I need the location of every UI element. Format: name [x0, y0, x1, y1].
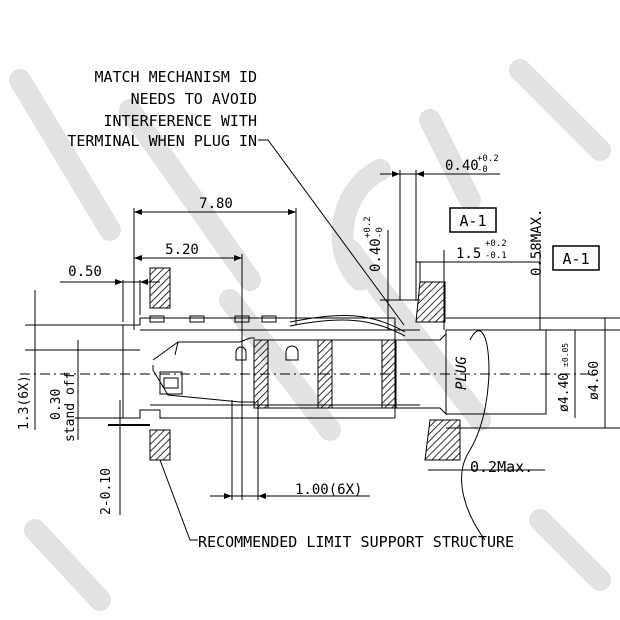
dim-040-top-tol-minus: -0 [477, 165, 488, 175]
dim-15-tol-plus: +0.2 [485, 239, 507, 249]
dim-stand-off: stand off [63, 372, 78, 442]
dim-030: 0.30 [49, 389, 64, 420]
dim-13-6x: 1.3(6X) [17, 375, 32, 430]
dim-050: 0.50 [68, 264, 102, 280]
dim-15: 1.5 [456, 246, 481, 262]
datum-ref-box-2: A-1 [552, 245, 600, 271]
dim-780: 7.80 [199, 196, 233, 212]
dim-440-tol: ±0.05 [561, 343, 570, 367]
dim-100-6x: 1.00(6X) [295, 482, 362, 498]
note-line-3: INTERFERENCE WITH [103, 112, 257, 130]
dimension-lines [25, 139, 606, 541]
datum-ref-2: A-1 [562, 250, 589, 268]
note-text: MATCH MECHANISM ID NEEDS TO AVOID INTERF… [67, 68, 257, 150]
datum-ref-box-1: A-1 [449, 207, 497, 233]
plug-block-bottom [424, 419, 461, 461]
plug [445, 317, 620, 541]
dim-040-vert-tol-plus: +0.2 [363, 216, 373, 238]
dim-040-vert: 0.40 [368, 238, 384, 272]
dim-058: 0.58MAX. [529, 209, 545, 276]
dim-2-010: 2-0.10 [99, 468, 114, 515]
support-block-bottom [149, 429, 171, 461]
note-line-4: TERMINAL WHEN PLUG IN [67, 132, 257, 150]
dim-520: 5.20 [165, 242, 199, 258]
dim-460: ø4.60 [587, 361, 602, 400]
recommended-label: RECOMMENDED LIMIT SUPPORT STRUCTURE [198, 533, 514, 551]
note-line-2: NEEDS TO AVOID [131, 90, 257, 108]
dim-15-tol-minus: -0.1 [485, 251, 507, 261]
datum-ref-1: A-1 [459, 212, 486, 230]
dim-040-vert-tol-minus: -0 [375, 227, 385, 238]
support-block-top [149, 267, 171, 309]
dim-040-top: 0.40 [445, 158, 479, 174]
dim-440: ø4.40 [557, 373, 572, 412]
dim-040-top-tol-plus: +0.2 [477, 154, 499, 164]
plug-block-top [415, 281, 446, 323]
dim-02: 0.2Max. [470, 458, 533, 476]
note-line-1: MATCH MECHANISM ID [94, 68, 257, 86]
plug-label: PLUG [454, 356, 470, 390]
